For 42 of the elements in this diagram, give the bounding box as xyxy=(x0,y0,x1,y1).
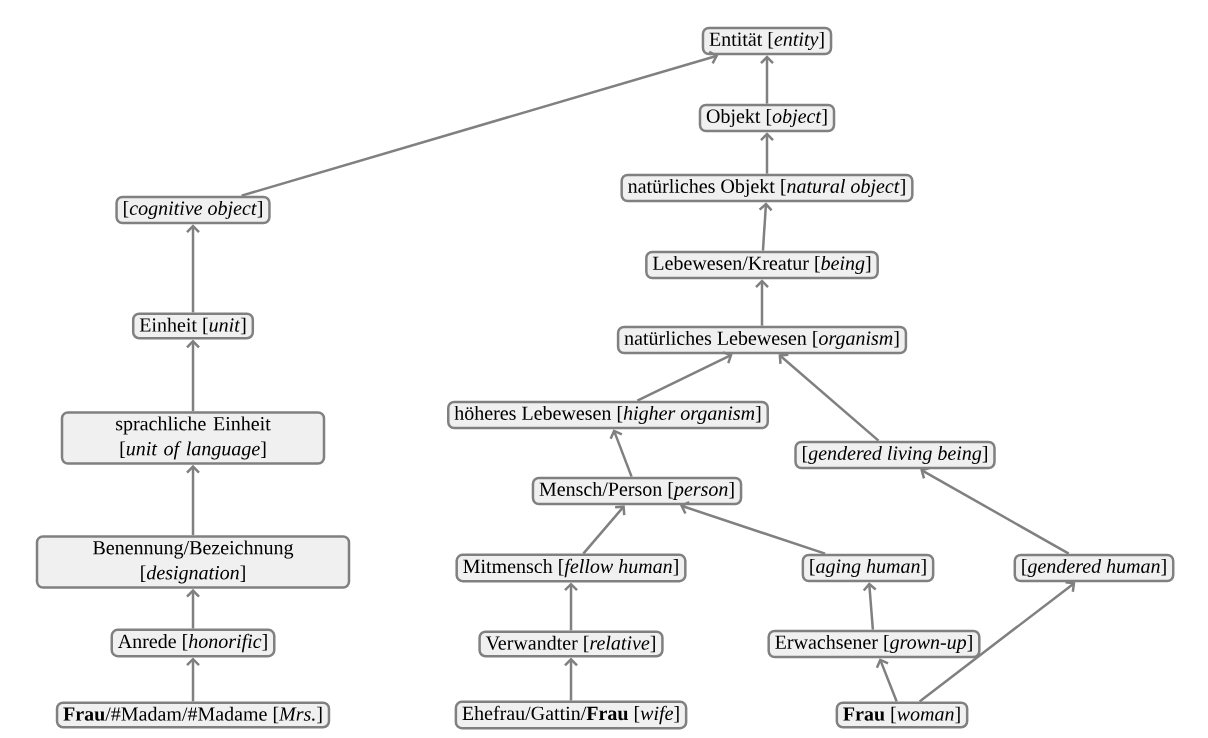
concept-box: Verwandter [relative] xyxy=(478,630,664,658)
concept-box: [cognitive object] xyxy=(115,195,271,225)
concept-box: Erwachsener [grown-up] xyxy=(767,629,981,659)
concept-box: Frau/#Madam/#Madame [Mrs.] xyxy=(55,701,331,729)
concept-box: Mitmensch [fellow human] xyxy=(455,553,687,583)
arrow xyxy=(862,582,877,630)
arrow xyxy=(679,500,826,555)
arrow xyxy=(186,657,200,702)
arrow xyxy=(875,658,898,702)
arrow xyxy=(564,657,578,701)
concept-box: [gendered human] xyxy=(1013,553,1175,583)
concept-box: natürliches Objekt [natural object] xyxy=(620,173,914,203)
arrow xyxy=(186,588,200,629)
concept-box: Einheit [unit] xyxy=(131,312,255,340)
concept-box: Frau [woman] xyxy=(835,701,969,729)
arrow xyxy=(564,582,578,631)
concept-box: Anrede [honorific] xyxy=(110,628,276,658)
arrow xyxy=(241,50,719,197)
arrow xyxy=(920,466,1070,555)
concept-box: Mensch/Person [person] xyxy=(531,476,743,506)
concept-box: Lebewesen/Kreatur [being] xyxy=(645,250,879,280)
arrow xyxy=(918,581,1076,703)
arrow xyxy=(760,55,774,104)
concept-box: [aging human] xyxy=(801,553,935,583)
arrow xyxy=(186,224,200,313)
arrow xyxy=(186,464,200,536)
concept-box: Entität [entity] xyxy=(701,26,833,56)
arrow xyxy=(582,505,626,555)
arrow xyxy=(636,351,733,402)
concept-box: sprachliche Einheit [unit of language] xyxy=(60,411,326,465)
concept-box: Benennung/Bezeichnung [designation] xyxy=(35,535,351,589)
arrow xyxy=(609,429,633,478)
arrow xyxy=(758,202,773,251)
concept-box: Ehefrau/Gattin/Frau [wife] xyxy=(454,700,688,730)
arrow xyxy=(755,279,769,326)
concept-box: natürliches Lebewesen [organism] xyxy=(616,325,908,355)
arrow xyxy=(186,339,200,412)
concept-box: [gendered living being] xyxy=(794,440,996,470)
arrow xyxy=(778,353,880,442)
concept-box: Objekt [object] xyxy=(698,103,836,133)
concept-box: höheres Lebewesen [higher organism] xyxy=(447,400,769,430)
arrow xyxy=(760,132,774,174)
